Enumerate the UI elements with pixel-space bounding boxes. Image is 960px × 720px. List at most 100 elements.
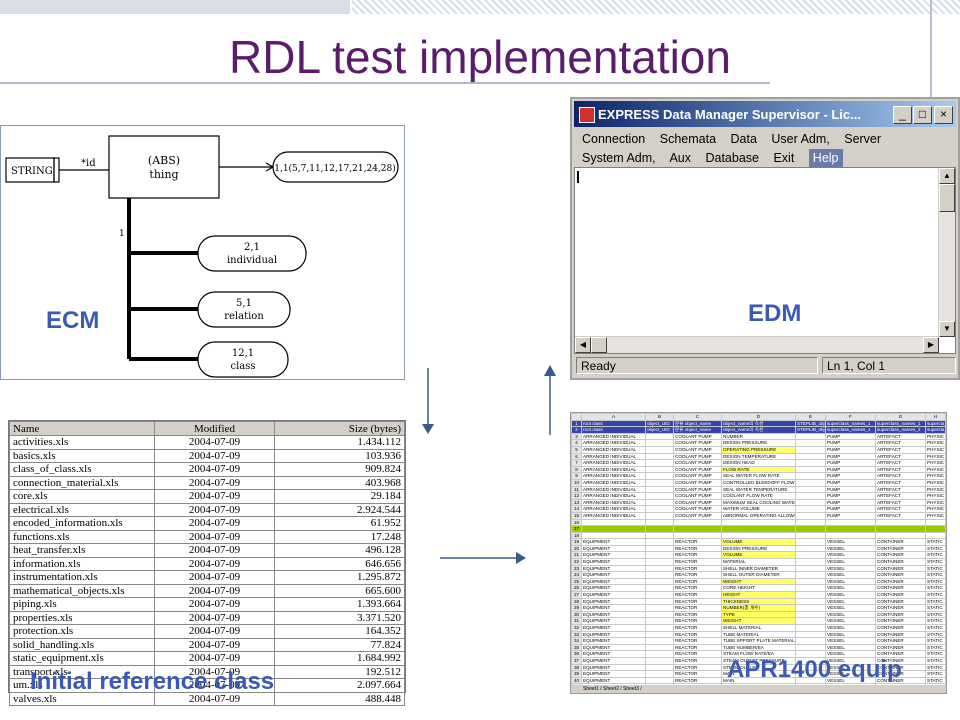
sheet-cell[interactable]: VESSEL [825,558,876,566]
sheet-cell[interactable]: CONTAINER [875,591,926,599]
sheet-cell[interactable]: REACTOR [673,676,722,685]
sheet-cell[interactable] [645,591,674,599]
sheet-cell[interactable] [795,610,826,619]
sheet-cell[interactable]: ARTEFACT [875,445,926,454]
sheet-cell[interactable] [875,531,926,540]
sheet-cell[interactable]: VESSEL [825,551,876,560]
sheet-cell[interactable]: ARRANGED INDIVIDUAL [581,452,646,461]
sheet-cell[interactable]: TYPE [721,610,796,619]
column-header-name[interactable]: Name [9,421,155,436]
column-header-size[interactable]: Size (bytes) [274,421,405,436]
sheet-cell[interactable]: PUMP [825,492,876,500]
sheet-cell[interactable] [795,617,826,625]
sheet-cell[interactable] [795,432,826,441]
sheet-cell[interactable]: NUMBER [721,432,796,441]
sheet-cell[interactable]: superclass_names_1 [825,426,876,434]
sheet-cell[interactable]: CONTAINER [875,624,926,632]
column-header[interactable]: B [645,413,674,421]
sheet-cell[interactable]: superclass_names_1 [825,419,876,428]
sheet-cell[interactable]: supercla [925,426,946,434]
sheet-cell[interactable]: REACTOR [673,551,722,560]
sheet-cell[interactable] [721,525,796,533]
sheet-cell[interactable]: VESSEL [825,571,876,579]
sheet-cell[interactable]: STATIC [925,604,946,612]
sheet-cell[interactable]: WEIGHT [721,617,796,625]
sheet-cell[interactable] [645,465,674,474]
sheet-cell[interactable]: EQUIPMENT [581,538,646,546]
sheet-cell[interactable] [795,498,826,507]
sheet-cell[interactable]: PHYSIC [925,445,946,454]
menu-server[interactable]: Server [844,132,882,146]
sheet-cell[interactable]: REACTOR [673,591,722,599]
sheet-cell[interactable] [645,624,674,632]
sheet-cell[interactable]: MAXIMUM SEAL COOLING WATER INLET TEMPER [721,498,796,507]
sheet-cell[interactable]: NUMBER(총 개수) [721,604,796,612]
minimize-button[interactable]: _ [893,106,912,124]
sheet-cell[interactable]: CONTAINER [875,571,926,579]
sheet-cell[interactable]: STATIC [925,544,946,553]
sheet-cell[interactable]: TUBE SPPORT PLATE MATERIAL [721,637,796,645]
sheet-cell[interactable]: REACTOR [673,604,722,612]
sheet-cell[interactable]: REACTOR [673,577,722,586]
sheet-cell[interactable]: PHYSIC [925,465,946,474]
sheet-cell[interactable]: ARTEFACT [875,472,926,480]
sheet-cell[interactable]: CONTAINER [875,630,926,639]
sheet-cell[interactable]: WATER VOLUME [721,505,796,513]
sheet-cell[interactable]: ARRANGED INDIVIDUAL [581,465,646,474]
sheet-cell[interactable]: ABNORMAL OPERATING ALLOWABLE TIME [721,511,796,520]
sheet-cell[interactable]: REACTOR [673,663,722,672]
sheet-cell[interactable] [645,485,674,494]
sheet-cell[interactable]: CONTAINER [875,604,926,612]
sheet-cell[interactable]: ARTEFACT [875,492,926,500]
sheet-cell[interactable]: REACTOR [673,650,722,658]
sheet-cell[interactable]: REACTOR [673,610,722,619]
sheet-cell[interactable]: ARRANGED INDIVIDUAL [581,439,646,447]
sheet-cell[interactable]: REACTOR [673,643,722,652]
sheet-cell[interactable]: CONTROLLED BLEEDOFF FLOW [721,478,796,487]
sheet-cell[interactable]: superclass_names_2 [875,426,926,434]
sheet-cell[interactable]: PUMP [825,432,876,441]
sheet-cell[interactable] [795,492,826,500]
sheet-cell[interactable]: EQUIPMENT [581,676,646,685]
corner-cell[interactable] [571,413,582,421]
menu-connection[interactable]: Connection [582,132,646,146]
sheet-cell[interactable] [645,432,674,441]
sheet-cell[interactable] [581,525,646,533]
sheet-cell[interactable]: VESSEL [825,584,876,593]
sheet-cell[interactable] [795,591,826,599]
sheet-cell[interactable]: CONTAINER [875,610,926,619]
sheet-cell[interactable]: OPERATING PRESSURE [721,445,796,454]
sheet-cell[interactable]: EQUIPMENT [581,577,646,586]
edm-titlebar[interactable]: EXPRESS Data Manager Supervisor - Lic...… [574,101,956,127]
sheet-cell[interactable]: SHELL MATERIAL [721,624,796,632]
sheet-cell[interactable] [795,551,826,560]
sheet-cell[interactable]: VESSEL [825,624,876,632]
sheet-cell[interactable]: VESSEL [825,597,876,606]
sheet-cell[interactable]: COOLANT PUMP [673,492,722,500]
sheet-cell[interactable]: FLOW RATE [721,465,796,474]
sheet-cell[interactable]: COOLANT PUMP [673,459,722,467]
sheet-cell[interactable]: PHYSIC [925,505,946,513]
sheet-cell[interactable]: PHYSIC [925,432,946,441]
sheet-cell[interactable]: CONTAINER [875,643,926,652]
sheet-cell[interactable]: STATIC [925,551,946,560]
sheet-cell[interactable] [795,544,826,553]
sheet-cell[interactable]: REACTOR [673,624,722,632]
scroll-up-icon[interactable]: ▲ [939,168,955,184]
sheet-cell[interactable]: CONTAINER [875,544,926,553]
sheet-cell[interactable]: ARRANGED INDIVIDUAL [581,485,646,494]
sheet-cell[interactable]: REACTOR [673,564,722,573]
sheet-cell[interactable]: CONTAINER [875,538,926,546]
sheet-cell[interactable]: VOLUME [721,538,796,546]
sheet-cell[interactable]: STATIC [925,643,946,652]
horizontal-scrollbar[interactable]: ◀ ▶ [575,336,939,353]
sheet-cell[interactable]: EQUIPMENT [581,558,646,566]
sheet-cell[interactable]: STATIC [925,584,946,593]
